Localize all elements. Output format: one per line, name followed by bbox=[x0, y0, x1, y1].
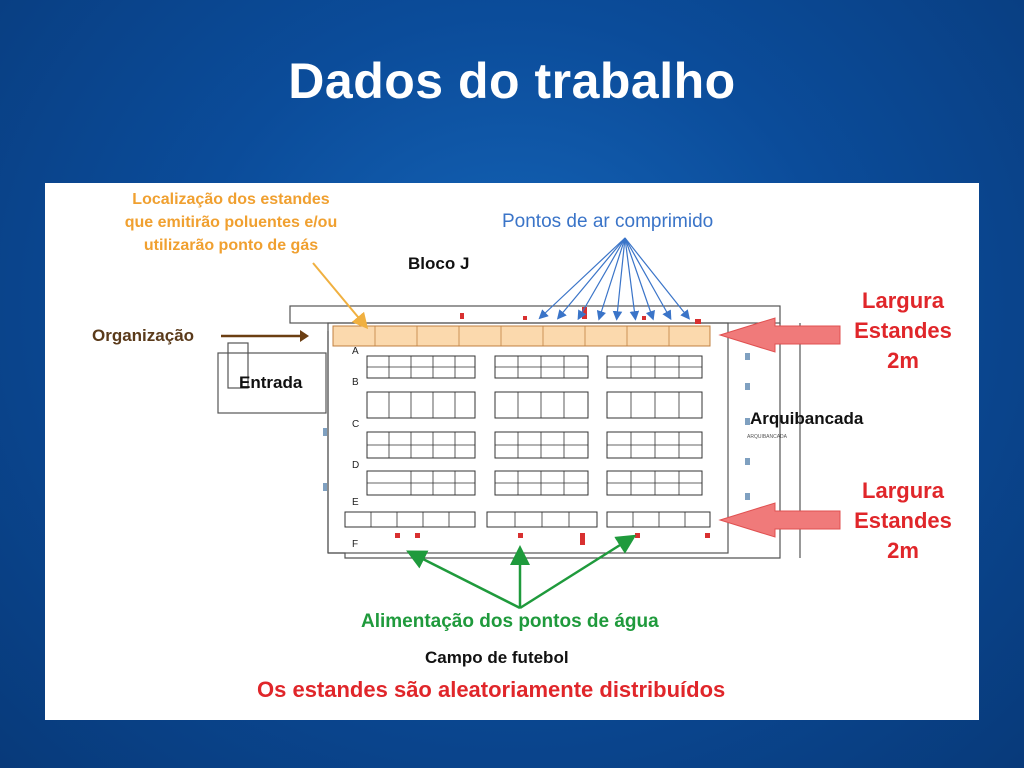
polluting-stands-line-2: que emitirão poluentes e/ou bbox=[124, 214, 338, 231]
compressed-air-label: Pontos de ar comprimido bbox=[502, 211, 714, 232]
stand-width-bottom-line-1: Largura bbox=[862, 478, 944, 503]
stand-width-bottom-line-2: Estandes bbox=[854, 508, 952, 533]
row-label-a: A bbox=[352, 346, 359, 357]
row-label-d: D bbox=[352, 460, 360, 471]
stand-width-top-label: Largura Estandes 2m bbox=[845, 286, 961, 376]
row-label-e: E bbox=[352, 497, 359, 508]
random-distribution-label: Os estandes são aleatoriamente distribuí… bbox=[257, 677, 726, 702]
water-supply-label: Alimentação dos pontos de água bbox=[361, 611, 659, 632]
slide-title: Dados do trabalho bbox=[288, 53, 736, 109]
stand-width-bottom-arrow bbox=[718, 502, 841, 538]
floor-plan-drawing bbox=[217, 237, 841, 610]
polluting-stands-label: Localização dos estandes que emitirão po… bbox=[100, 188, 362, 257]
stand-width-top-line-3: 2m bbox=[887, 348, 919, 373]
compressed-air-arrows bbox=[538, 237, 690, 321]
stand-width-bottom-line-3: 2m bbox=[887, 538, 919, 563]
entrance-label: Entrada bbox=[239, 373, 303, 392]
row-label-f: F bbox=[352, 539, 359, 550]
floor-plan-panel: Localização dos estandes que emitirão po… bbox=[45, 183, 979, 720]
stand-width-bottom-label: Largura Estandes 2m bbox=[845, 476, 961, 566]
stand-width-top-line-1: Largura bbox=[862, 288, 944, 313]
polluting-stands-line-1: Localização dos estandes bbox=[132, 191, 330, 208]
polluting-stands-line-3: utilizarão ponto de gás bbox=[143, 237, 319, 254]
polluting-stands-strip bbox=[332, 325, 711, 347]
row-label-c: C bbox=[352, 419, 360, 430]
polluting-stands-arrow bbox=[312, 262, 369, 330]
stand-width-top-arrow bbox=[718, 317, 841, 353]
block-label: Bloco J bbox=[408, 254, 470, 273]
organization-label: Organização bbox=[92, 326, 195, 345]
stand-width-top-line-2: Estandes bbox=[854, 318, 952, 343]
fire-markers bbox=[323, 353, 750, 500]
bleachers-label: Arquibancada bbox=[750, 409, 864, 428]
football-field-label: Campo de futebol bbox=[425, 648, 569, 667]
row-label-b: B bbox=[352, 377, 359, 388]
bleachers-small-label: ARQUIBANCADA bbox=[747, 434, 788, 440]
water-supply-arrows bbox=[406, 534, 637, 610]
